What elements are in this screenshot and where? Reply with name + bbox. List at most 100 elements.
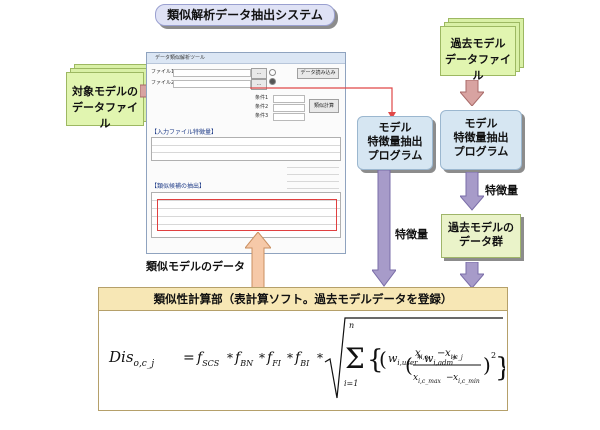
window-field-label: ファイル1 <box>151 69 175 75</box>
formula-lhs-sub: o,c_j <box>134 359 155 369</box>
past-data-group-box: 過去モデルの データ群 <box>441 214 521 258</box>
sqrt-symbol <box>324 317 503 399</box>
table-rule <box>152 216 340 217</box>
similarity-formula: Diso,c_j = fSCS * fBN * fFI * fBI * n Σ … <box>108 317 503 399</box>
window-option-field-2[interactable] <box>273 104 305 112</box>
window-browse-button-2[interactable]: … <box>251 79 267 90</box>
window-option-field-3[interactable] <box>273 113 305 121</box>
arrow-right-program-to-group <box>460 172 484 211</box>
feature-label-left: 特徴量 <box>395 228 428 241</box>
factor-f: f <box>234 350 243 366</box>
svg-text:*: * <box>417 354 422 365</box>
svg-text:xi,o: xi,o <box>415 348 428 361</box>
w-user-sub: i,user <box>397 359 418 367</box>
svg-text:*: * <box>452 354 457 365</box>
window-browse-button-1[interactable]: … <box>251 68 267 79</box>
arrow-past-file-to-program <box>460 80 484 106</box>
window-input-section-title: 【入力ファイル特徴量】 <box>151 129 218 136</box>
fraction-paren-open: ( <box>405 353 413 377</box>
table-rule <box>152 200 340 201</box>
feature-program-line: 特徴量抽出 <box>453 131 509 144</box>
factor-sub: BN <box>239 359 254 368</box>
svg-text:wi,adm: wi,adm <box>424 352 454 367</box>
arrow-group-to-calc <box>460 262 484 288</box>
w-adm: w <box>424 352 434 365</box>
svg-text:*: * <box>287 351 293 365</box>
fraction-paren-close: ) <box>483 353 491 377</box>
window-titlebar: データ類似解析ツール <box>147 53 345 64</box>
past-model-label-2: データファイル <box>445 53 511 82</box>
svg-text:*: * <box>227 351 233 365</box>
arrow-left-program-to-calc <box>372 170 396 287</box>
feature-program-box-right: モデル 特徴量抽出 プログラム <box>440 110 522 170</box>
sum-top: n <box>349 321 354 330</box>
radio-icon[interactable] <box>269 69 276 76</box>
feature-program-box-left: モデル 特徴量抽出 プログラム <box>357 116 433 170</box>
svg-text:xi,c_min: xi,c_min <box>453 373 480 385</box>
num-a-sub: i,o <box>421 354 429 361</box>
sum-bottom: i=1 <box>344 379 358 388</box>
feature-program-line: モデル <box>378 121 412 134</box>
past-model-label-1: 過去モデル <box>450 37 506 50</box>
num-b-sub: i,c_j <box>451 354 463 361</box>
den-b-sub: i,c_min <box>458 378 480 385</box>
svg-text:fBI: fBI <box>294 350 310 368</box>
svg-text:fFI: fFI <box>266 350 282 368</box>
target-model-file-stack: 対象モデルの データファイル <box>66 64 156 132</box>
w-user: w <box>388 352 398 365</box>
sigma-icon: Σ <box>345 342 365 375</box>
system-title: 類似解析データ抽出システム <box>155 4 335 26</box>
feature-program-line: モデル <box>464 117 498 130</box>
den-b: x <box>453 373 458 383</box>
den-a-sub: i,c_max <box>418 378 441 385</box>
svg-text:*: * <box>317 351 323 365</box>
calc-title: 類似性計算部（表計算ソフト。過去モデルデータを登録） <box>99 288 507 311</box>
w-adm-sub: i,adm <box>433 359 453 367</box>
svg-text:−: − <box>446 373 454 383</box>
similarity-calc-panel: 類似性計算部（表計算ソフト。過去モデルデータを登録） Diso,c_j = fS… <box>98 287 508 411</box>
result-highlight <box>157 199 337 231</box>
app-window-screenshot: データ類似解析ツール ファイル1 … ファイル2 … データ読み込み 条件1 条… <box>146 52 346 254</box>
factor-f: f <box>294 350 303 366</box>
window-path-field-1[interactable] <box>173 69 251 77</box>
den-a: x <box>413 373 418 383</box>
window-option-field-1[interactable] <box>273 95 305 103</box>
window-radio-group <box>269 69 295 93</box>
feature-label-right: 特徴量 <box>485 184 518 197</box>
radio-icon[interactable] <box>269 78 276 85</box>
num-b: x <box>445 348 451 359</box>
formula-lhs: Dis <box>108 348 134 366</box>
svg-text:wi,user: wi,user <box>388 352 418 367</box>
svg-text:=: = <box>183 350 195 366</box>
svg-text:fBN: fBN <box>234 350 254 368</box>
paren-open: ( <box>379 347 387 371</box>
window-option-label: 条件2 <box>255 104 269 110</box>
factor-sub: SCS <box>202 359 220 368</box>
num-a: x <box>415 348 421 359</box>
factor-f: f <box>266 350 275 366</box>
brace-close: } <box>495 353 505 383</box>
past-group-line: 過去モデルの <box>448 221 514 234</box>
table-rule <box>152 224 340 225</box>
window-path-field-2[interactable] <box>173 80 251 88</box>
feature-program-line: プログラム <box>453 145 509 158</box>
svg-text:xi,c_j: xi,c_j <box>445 348 463 361</box>
list-rule <box>287 174 339 175</box>
list-rule <box>287 188 339 189</box>
svg-text:fSCS: fSCS <box>196 350 220 368</box>
list-rule <box>287 181 339 182</box>
window-load-button[interactable]: データ読み込み <box>297 68 339 79</box>
file-sheet-front: 過去モデル データファイル <box>440 26 516 82</box>
red-connector <box>250 87 396 119</box>
svg-text:−: − <box>437 348 445 359</box>
target-model-label-2: データファイル <box>72 101 138 130</box>
power: 2 <box>491 351 496 360</box>
window-result-section-title: 【類似候補の抽出】 <box>151 183 206 190</box>
table-rule <box>152 145 340 146</box>
window-option-label: 条件3 <box>255 113 269 119</box>
past-group-line: データ群 <box>459 235 503 248</box>
window-calc-button[interactable]: 類似計算 <box>309 99 339 113</box>
window-option-label: 条件1 <box>255 95 269 101</box>
similar-data-label: 類似モデルのデータ <box>146 260 245 273</box>
target-model-label-1: 対象モデルの <box>72 85 138 98</box>
